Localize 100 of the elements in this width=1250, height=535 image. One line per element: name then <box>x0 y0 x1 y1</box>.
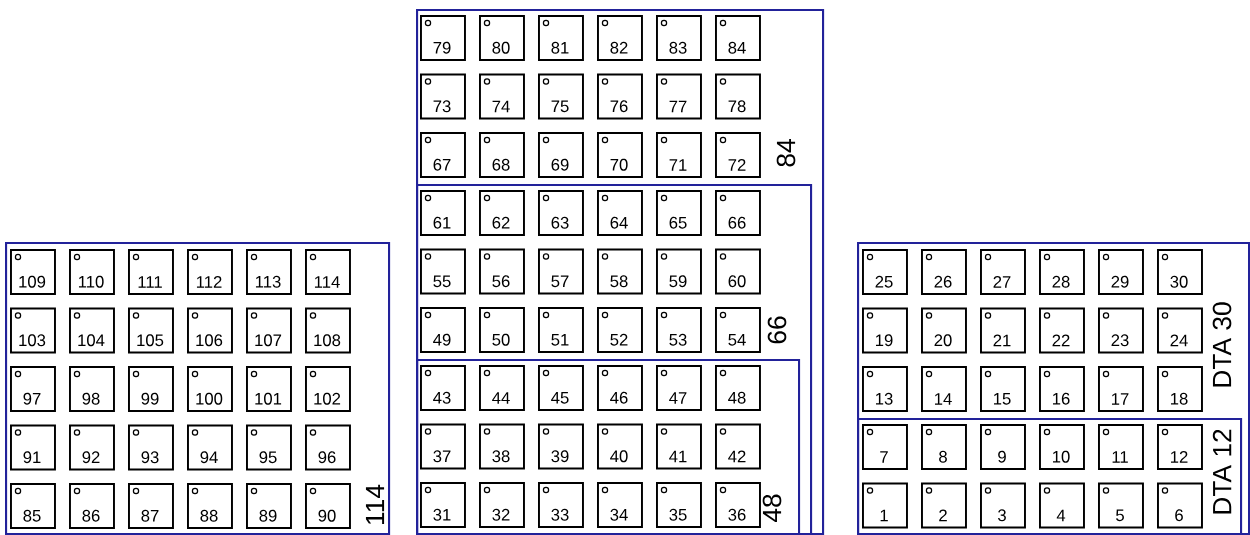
slot-box: 8 <box>921 424 967 470</box>
slot-box: 77 <box>656 73 702 120</box>
slot-box: 70 <box>597 132 643 178</box>
slot-box: 12 <box>1157 424 1203 470</box>
slot-box: 51 <box>538 307 584 353</box>
slot-box: 34 <box>597 482 643 528</box>
slot-box: 19 <box>862 307 908 354</box>
group-label: 48 <box>762 494 782 523</box>
slot-box: 101 <box>246 366 292 412</box>
slot-box: 109 <box>10 249 56 295</box>
slot-box: 90 <box>305 483 351 529</box>
slot-box: 66 <box>715 190 761 236</box>
slot-box: 100 <box>187 366 233 412</box>
slot-box: 39 <box>538 423 584 470</box>
slot-box: 25 <box>862 249 908 295</box>
slot-box: 74 <box>479 73 525 120</box>
slot-box: 18 <box>1157 366 1203 412</box>
slot-box: 108 <box>305 307 351 354</box>
slot-box: 16 <box>1039 366 1085 412</box>
slot-box: 45 <box>538 365 584 411</box>
slot-box: 27 <box>980 249 1026 295</box>
slot-box: 97 <box>10 366 56 412</box>
slot-box: 89 <box>246 483 292 529</box>
slot-box: 93 <box>128 424 174 471</box>
slot-box: 6 <box>1157 482 1203 529</box>
slot-box: 5 <box>1098 482 1144 529</box>
slot-box: 80 <box>479 15 525 61</box>
group-label: DTA 12 <box>1212 429 1232 514</box>
slot-box: 46 <box>597 365 643 411</box>
slot-box: 55 <box>420 248 466 295</box>
slot-box: 69 <box>538 132 584 178</box>
slot-box: 17 <box>1098 366 1144 412</box>
slot-box: 83 <box>656 15 702 61</box>
slot-box: 72 <box>715 132 761 178</box>
slot-box: 35 <box>656 482 702 528</box>
slot-box: 79 <box>420 15 466 61</box>
slot-box: 10 <box>1039 424 1085 470</box>
slot-box: 33 <box>538 482 584 528</box>
slot-box: 32 <box>479 482 525 528</box>
slot-box: 1 <box>862 482 908 529</box>
slot-box: 54 <box>715 307 761 353</box>
slot-box: 87 <box>128 483 174 529</box>
slot-box: 50 <box>479 307 525 353</box>
slot-box: 78 <box>715 73 761 120</box>
group-label: DTA 30 <box>1212 302 1232 387</box>
slot-box: 14 <box>921 366 967 412</box>
slot-box: 102 <box>305 366 351 412</box>
slot-box: 28 <box>1039 249 1085 295</box>
slot-box: 75 <box>538 73 584 120</box>
slot-box: 2 <box>921 482 967 529</box>
slot-box: 99 <box>128 366 174 412</box>
slot-box: 73 <box>420 73 466 120</box>
slot-box: 114 <box>305 249 351 295</box>
slot-box: 59 <box>656 248 702 295</box>
slot-box: 3 <box>980 482 1026 529</box>
slot-box: 65 <box>656 190 702 236</box>
slot-box: 103 <box>10 307 56 354</box>
slot-box: 47 <box>656 365 702 411</box>
slot-box: 20 <box>921 307 967 354</box>
slot-box: 110 <box>69 249 115 295</box>
slot-box: 26 <box>921 249 967 295</box>
slot-box: 58 <box>597 248 643 295</box>
slot-box: 68 <box>479 132 525 178</box>
slot-box: 13 <box>862 366 908 412</box>
slot-box: 52 <box>597 307 643 353</box>
slot-box: 23 <box>1098 307 1144 354</box>
slot-box: 24 <box>1157 307 1203 354</box>
slot-box: 62 <box>479 190 525 236</box>
slot-box: 42 <box>715 423 761 470</box>
slot-box: 22 <box>1039 307 1085 354</box>
slot-box: 9 <box>980 424 1026 470</box>
slot-box: 30 <box>1157 249 1203 295</box>
slot-box: 37 <box>420 423 466 470</box>
slot-box: 71 <box>656 132 702 178</box>
slot-box: 41 <box>656 423 702 470</box>
slot-box: 94 <box>187 424 233 471</box>
slot-box: 48 <box>715 365 761 411</box>
slot-box: 7 <box>862 424 908 470</box>
slot-box: 36 <box>715 482 761 528</box>
slot-box: 92 <box>69 424 115 471</box>
slot-box: 111 <box>128 249 174 295</box>
group-label: 66 <box>767 316 787 344</box>
group-label: 114 <box>365 484 385 524</box>
slot-box: 95 <box>246 424 292 471</box>
group-label: 84 <box>776 139 796 167</box>
slot-box: 82 <box>597 15 643 61</box>
slot-box: 112 <box>187 249 233 295</box>
slot-box: 43 <box>420 365 466 411</box>
slot-box: 60 <box>715 248 761 295</box>
slot-box: 40 <box>597 423 643 470</box>
slot-box: 53 <box>656 307 702 353</box>
slot-box: 91 <box>10 424 56 471</box>
slot-box: 63 <box>538 190 584 236</box>
slot-box: 96 <box>305 424 351 471</box>
slot-box: 84 <box>715 15 761 61</box>
slot-box: 85 <box>10 483 56 529</box>
slot-box: 105 <box>128 307 174 354</box>
slot-box: 64 <box>597 190 643 236</box>
slot-box: 44 <box>479 365 525 411</box>
slot-box: 49 <box>420 307 466 353</box>
